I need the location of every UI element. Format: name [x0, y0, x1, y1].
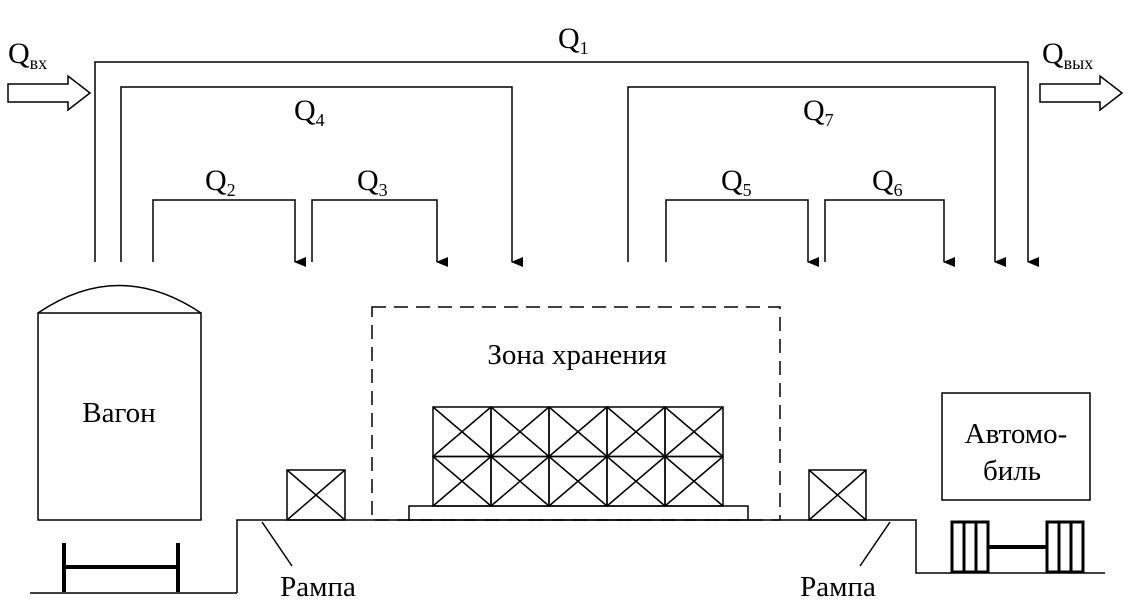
- output-flow-label: Qвых: [1042, 37, 1093, 73]
- q2-flow-line: [152, 199, 306, 267]
- wagon-roof: [37, 284, 202, 314]
- stored-cargo-unit: [548, 406, 608, 458]
- storage-zone-label: Зона хранения: [487, 339, 666, 371]
- truck: Автомо- биль: [941, 392, 1091, 574]
- truck-wheel-left: [950, 520, 990, 574]
- truck-label-line1: Автомо-: [965, 418, 1068, 450]
- q3-flow-line: [311, 199, 448, 267]
- q6-flow-label: Q6: [872, 164, 903, 200]
- input-flow-arrow: [7, 74, 92, 112]
- ramp-right-label: Рампа: [800, 571, 876, 603]
- ramp-left-label: Рампа: [280, 571, 356, 603]
- output-flow-arrow: [1039, 74, 1124, 112]
- truck-wheel-right: [1045, 520, 1085, 574]
- q4-flow-label: Q4: [294, 94, 325, 130]
- wagon-label: Вагон: [82, 397, 155, 429]
- stored-cargo-unit: [490, 406, 550, 458]
- wagon-body: [37, 312, 202, 521]
- storage-stack: [432, 406, 724, 507]
- q3-flow-label: Q3: [357, 164, 388, 200]
- q2-flow-label: Q2: [205, 164, 236, 200]
- stored-cargo-unit: [490, 455, 550, 507]
- stored-cargo-unit: [664, 455, 724, 507]
- q5-flow-label: Q5: [721, 164, 752, 200]
- q5-flow-line: [665, 199, 819, 267]
- stored-cargo-unit: [432, 406, 492, 458]
- q7-flow-line: [627, 86, 1006, 267]
- cargo-pallet-left: [286, 469, 346, 521]
- q7-flow-label: Q7: [803, 94, 834, 130]
- q6-flow-line: [824, 199, 955, 267]
- stored-cargo-unit: [432, 455, 492, 507]
- wagon: Вагон: [30, 284, 237, 594]
- q1-flow-line: [94, 61, 1039, 267]
- truck-body: [941, 392, 1091, 501]
- q4-flow-line: [120, 86, 523, 267]
- stored-cargo-unit: [606, 406, 666, 458]
- truck-label-line2: биль: [983, 455, 1041, 487]
- ramp-left-leader: [261, 521, 293, 567]
- stored-cargo-unit: [548, 455, 608, 507]
- q1-flow-label: Q1: [558, 22, 589, 58]
- input-flow-label: Qвх: [8, 37, 47, 73]
- storage-rack-base: [408, 505, 749, 521]
- ramp-right-leader: [859, 521, 891, 567]
- stored-cargo-unit: [664, 406, 724, 458]
- cargo-pallet-right: [808, 469, 867, 521]
- stored-cargo-unit: [606, 455, 666, 507]
